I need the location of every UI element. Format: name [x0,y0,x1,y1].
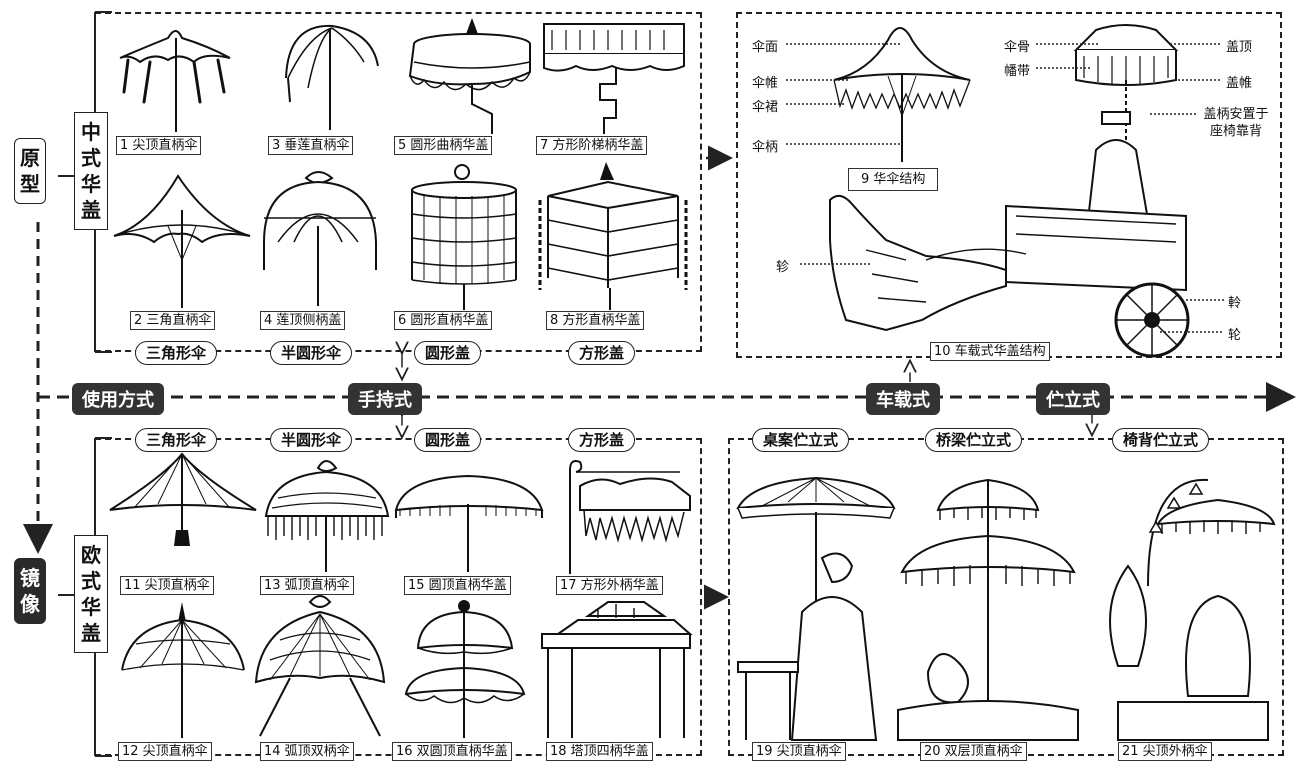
standing-type-table: 桌案伫立式 [752,428,850,452]
umbrella-12-pointed-straight [121,602,245,738]
part-rib: 伞骨 [1004,36,1031,55]
part-banner: 幡带 [1004,60,1031,79]
caption-15: 15 圆顶直柄华盖 [404,576,511,595]
part-ling: 軨 [1228,292,1242,311]
umbrella-9-structure [833,27,971,162]
umbrella-19-table-standing [736,476,896,741]
caption-20: 20 双层顶直柄伞 [920,742,1027,761]
caption-3: 3 垂莲直柄伞 [268,136,354,155]
umbrella-7-square-stepped-handle [543,23,685,134]
prototype-label: 原型 [14,138,46,204]
umbrella-18-pagoda-four-handle [541,601,693,738]
caption-7: 7 方形阶梯柄华盖 [536,136,648,155]
part-zhen: 轸 [776,256,790,275]
top-shape-square: 方形盖 [568,341,636,365]
part-canopy-surface: 伞面 [752,36,779,55]
caption-1: 1 尖顶直柄伞 [116,136,202,155]
umbrella-13-arc-straight [264,460,390,572]
caption-21: 21 尖顶外柄伞 [1118,742,1212,761]
top-shape-semicircle: 半圆形伞 [270,341,353,365]
usage-standing: 伫立式 [1036,383,1110,415]
caption-16: 16 双圆顶直柄华盖 [392,742,512,761]
caption-18: 18 塔顶四柄华盖 [546,742,653,761]
caption-19: 19 尖顶直柄伞 [752,742,846,761]
caption-10: 10 车载式华盖结构 [930,342,1050,361]
caption-17: 17 方形外柄华盖 [556,576,663,595]
part-top: 盖顶 [1226,36,1253,55]
caption-13: 13 弧顶直柄伞 [260,576,354,595]
part-wheel: 轮 [1228,324,1242,343]
top-shape-round: 圆形盖 [414,341,482,365]
part-canopy-skirt: 伞裙 [752,96,779,115]
part-canopy-curtain: 伞帷 [752,72,779,91]
caption-6: 6 圆形直柄华盖 [394,311,493,330]
umbrella-3-drooping-lotus [285,24,379,130]
umbrella-5-round-curved-handle [408,18,531,134]
part-leader-lines [786,43,1224,333]
umbrella-14-arc-double-handle [254,595,386,737]
standing-type-chair: 椅背伫立式 [1112,428,1210,452]
usage-vehicle: 车载式 [866,383,940,415]
caption-5: 5 圆形曲柄华盖 [394,136,493,155]
umbrella-1-pointed-straight [119,30,231,132]
caption-11: 11 尖顶直柄伞 [120,576,214,595]
bottom-shape-round: 圆形盖 [414,428,482,452]
caption-2: 2 三角直柄伞 [130,311,216,330]
caption-9: 9 华伞结构 [848,168,939,191]
umbrella-2-triangle-straight [113,174,251,308]
umbrella-21-chair-back-standing [1109,478,1276,741]
umbrella-11-pointed-straight [109,452,257,546]
umbrella-8-square-straight [538,162,688,310]
part-curtain: 盖帷 [1226,72,1253,91]
part-handle: 伞柄 [752,136,779,155]
bottom-shape-semicircle: 半圆形伞 [270,428,353,452]
umbrella-4-lotus-side-handle [263,171,377,306]
chinese-group-label: 中式华盖 [74,112,108,230]
caption-4: 4 莲顶侧柄盖 [260,311,346,330]
umbrella-20-bridge-standing [897,478,1079,741]
standing-type-bridge: 桥梁伫立式 [925,428,1023,452]
umbrella-6-round-straight [411,164,517,310]
umbrella-16-double-dome [404,600,526,738]
umbrella-15-dome-straight [394,474,544,572]
usage-label: 使用方式 [72,383,164,415]
usage-handheld: 手持式 [348,383,422,415]
top-shape-triangle: 三角形伞 [135,341,218,365]
bottom-shape-triangle: 三角形伞 [135,428,218,452]
bottom-shape-square: 方形盖 [568,428,636,452]
caption-8: 8 方形直柄华盖 [546,311,645,330]
part-handle-note: 盖柄安置于座椅靠背 [1200,106,1272,140]
european-group-label: 欧式华盖 [74,535,108,653]
carriage-10-structure [829,24,1190,358]
caption-14: 14 弧顶双柄伞 [260,742,354,761]
caption-12: 12 尖顶直柄伞 [118,742,212,761]
umbrella-17-square-outer-handle [569,460,691,574]
mirror-label: 镜像 [14,558,46,624]
